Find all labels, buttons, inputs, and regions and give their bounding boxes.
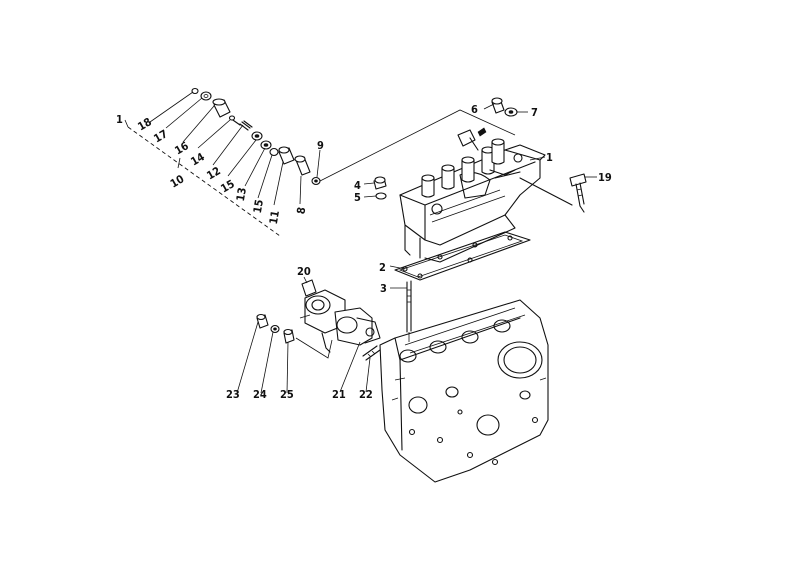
parts-23-24-25 [256,313,295,344]
callout-10: 10 [168,172,187,190]
assembly-line [319,109,516,182]
callout-18: 18 [135,115,154,133]
callout-15-b: 15 [251,198,266,214]
parts-4-5 [373,176,387,200]
gasket [394,231,531,281]
assembly-line-2 [295,337,333,359]
callout-19: 19 [598,171,612,184]
callout-1-right: 1 [546,151,553,164]
callout-9: 9 [317,139,324,152]
stud [406,280,412,342]
callout-25: 25 [280,388,294,401]
pipe-22 [362,345,381,361]
callout-7: 7 [531,106,538,119]
delivery-valve-parts [191,87,321,186]
callout-23: 23 [226,388,240,401]
callout-17: 17 [151,127,170,145]
callout-16: 16 [172,139,191,157]
group-bracket [127,126,281,237]
callout-13: 13 [234,186,249,202]
callout-labels: 1 2 3 4 5 6 7 8 9 10 11 12 13 14 15 15 1… [116,103,612,401]
callout-20: 20 [297,265,311,278]
callout-6: 6 [471,103,478,116]
callout-3: 3 [380,282,387,295]
callout-21: 21 [332,388,346,401]
bolt-19 [569,173,587,213]
injection-pump [399,127,573,263]
feed-pump [299,279,381,353]
callout-24: 24 [253,388,267,401]
leader-lines [124,91,597,394]
callout-1-left: 1 [116,113,123,126]
engine-block [379,299,549,483]
callout-22: 22 [359,388,373,401]
callout-4: 4 [354,179,361,192]
callout-2: 2 [379,261,386,274]
parts-6-7 [491,97,518,117]
callout-15-a: 15 [218,177,237,195]
callout-8: 8 [294,206,308,215]
callout-14: 14 [188,150,207,168]
callout-5: 5 [354,191,361,204]
callout-12: 12 [204,164,223,182]
callout-11: 11 [267,209,282,225]
